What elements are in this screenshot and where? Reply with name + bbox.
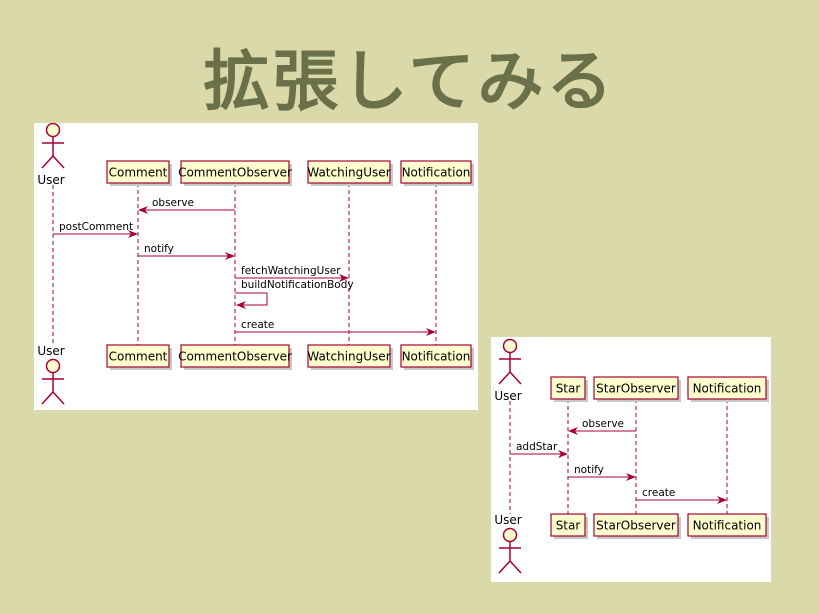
participant-notification-top-box bbox=[400, 160, 472, 184]
participant-commentobserver-top-label: CommentObserver bbox=[178, 166, 292, 180]
participant-starobserver-bottom-label: StarObserver bbox=[596, 519, 676, 533]
participant-notification-bottom-box bbox=[400, 344, 472, 368]
participant-star-top-box bbox=[550, 376, 586, 400]
actor-head-icon bbox=[502, 527, 518, 543]
message-notify-label: notify bbox=[144, 243, 174, 255]
actor-label-bottom: User bbox=[494, 513, 521, 527]
actor-user-bottom: User bbox=[37, 344, 65, 405]
actor-head-icon bbox=[45, 123, 61, 138]
page-title: 拡張してみる bbox=[203, 43, 616, 120]
participant-comment-top-label: Comment bbox=[109, 166, 168, 180]
actor-user-top: User bbox=[37, 123, 65, 187]
sequence-diagram-star-svg: UserUserStarStarStarObserverStarObserver… bbox=[494, 338, 769, 574]
message-observe-label: observe bbox=[582, 418, 624, 430]
participant-notification-bottom-box bbox=[687, 513, 767, 537]
participant-notification-bottom-label: Notification bbox=[693, 519, 762, 533]
participant-commentobserver-top-box bbox=[180, 160, 290, 184]
message-buildnotificationbody-arrow bbox=[235, 292, 268, 309]
actor-label-top: User bbox=[494, 389, 521, 403]
message-observe-label: observe bbox=[152, 197, 194, 209]
actor-label-top: User bbox=[37, 173, 64, 187]
participant-starobserver-top-box bbox=[593, 376, 679, 400]
actor-label-bottom: User bbox=[37, 344, 64, 358]
message-postcomment-label: postComment bbox=[59, 221, 133, 233]
participant-starobserver-top-label: StarObserver bbox=[596, 382, 676, 396]
participant-watchinguser-top-label: WatchingUser bbox=[307, 166, 390, 180]
participant-star-bottom-label: Star bbox=[556, 519, 581, 533]
participant-commentobserver-bottom-label: CommentObserver bbox=[178, 350, 292, 364]
participant-comment-top-box bbox=[106, 160, 170, 184]
participant-notification-top-label: Notification bbox=[693, 382, 762, 396]
actor-head-icon bbox=[45, 358, 61, 374]
participant-comment-bottom-box bbox=[106, 344, 170, 368]
actor-user-top: User bbox=[494, 338, 522, 403]
actor-legs-icon bbox=[41, 390, 65, 405]
message-fetchwatchinguser-label: fetchWatchingUser bbox=[241, 265, 341, 277]
actor-legs-icon bbox=[498, 559, 522, 574]
participant-star-top-label: Star bbox=[556, 382, 581, 396]
participant-notification-top-box bbox=[687, 376, 767, 400]
message-notify-label: notify bbox=[574, 464, 604, 476]
actor-legs-icon bbox=[41, 154, 65, 169]
participant-watchinguser-top-box bbox=[307, 160, 391, 184]
participant-starobserver-bottom-box bbox=[593, 513, 679, 537]
actor-legs-icon bbox=[498, 370, 522, 385]
participant-watchinguser-bottom-box bbox=[307, 344, 391, 368]
message-create-label: create bbox=[241, 319, 274, 331]
message-buildnotificationbody-label: buildNotificationBody bbox=[241, 279, 354, 291]
message-create-label: create bbox=[642, 487, 675, 499]
participant-notification-top-label: Notification bbox=[402, 166, 471, 180]
participant-star-bottom-box bbox=[550, 513, 586, 537]
sequence-diagram-comment-svg: UserUserCommentCommentCommentObserverCom… bbox=[37, 123, 474, 405]
message-addstar-label: addStar bbox=[516, 441, 558, 453]
participant-watchinguser-bottom-label: WatchingUser bbox=[307, 350, 390, 364]
actor-user-bottom: User bbox=[494, 513, 522, 574]
participant-notification-bottom-label: Notification bbox=[402, 350, 471, 364]
participant-commentobserver-bottom-box bbox=[180, 344, 290, 368]
participant-comment-bottom-label: Comment bbox=[109, 350, 168, 364]
actor-head-icon bbox=[502, 338, 518, 354]
